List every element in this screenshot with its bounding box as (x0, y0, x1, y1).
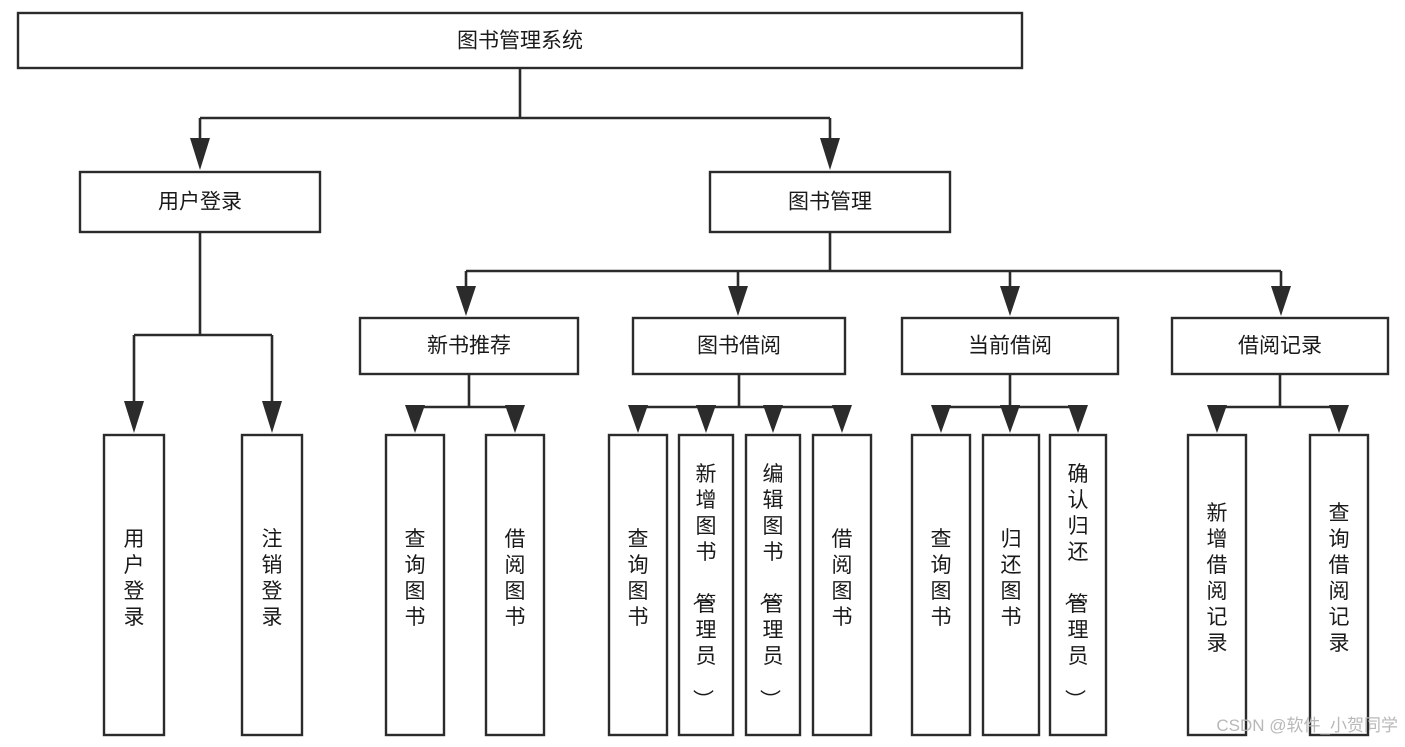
connector-layer (124, 68, 1349, 433)
edge-bookmgmt-bus (464, 232, 1283, 290)
leaf-node-confirm-return-admin[interactable]: 确认归还（管理员） (1048, 433, 1108, 737)
book-management-label: 图书管理 (788, 191, 872, 214)
borrow-record-box[interactable] (1170, 316, 1390, 376)
root-box[interactable] (16, 11, 1024, 70)
leaf-query-book-a-box[interactable] (384, 433, 446, 737)
leaf-node-query-borrow-record[interactable]: 查询借阅记录 (1308, 433, 1370, 737)
node-root-book-management-system[interactable]: 图书管理系统 (16, 11, 1024, 70)
leaf-node-add-book-admin[interactable]: 新增图书（管理员） (677, 433, 735, 737)
new-book-recommend-box[interactable] (358, 316, 580, 376)
leaf-query-book-a-label: 查询图书 (405, 528, 426, 629)
leaf-add-borrow-record-label: 新增借阅记录 (1207, 502, 1228, 655)
arrowhead-to-new-book-rec (456, 286, 476, 316)
leaf-node-return-book[interactable]: 归还图书 (981, 433, 1041, 737)
leaf-borrow-book-a-label: 借阅图书 (505, 528, 526, 629)
arrowhead-to-leaf-query-record (1329, 405, 1349, 433)
arrowhead-to-leaf-edit-book (763, 405, 783, 433)
arrowhead-to-book-mgmt (820, 138, 840, 170)
leaf-node-add-borrow-record[interactable]: 新增借阅记录 (1186, 433, 1248, 737)
leaf-borrow-book-b-label: 借阅图书 (832, 528, 853, 629)
leaf-confirm-return-admin-box[interactable] (1048, 433, 1108, 737)
arrowhead-to-leaf-add-book (696, 405, 716, 433)
arrowhead-to-leaf-user-login (124, 401, 144, 433)
edge-userlogin-bus (132, 232, 274, 404)
user-login-box[interactable] (78, 170, 322, 234)
leaf-node-edit-book-admin[interactable]: 编辑图书（管理员） (744, 433, 802, 737)
leaf-node-logout[interactable]: 注销登录 (240, 433, 304, 737)
node-current-borrow[interactable]: 当前借阅 (900, 316, 1120, 376)
leaf-node-query-book-c[interactable]: 查询图书 (910, 433, 972, 737)
leaf-add-book-admin-label: 新增图书（管理员） (691, 463, 717, 710)
arrowhead-to-leaf-logout (262, 401, 282, 433)
leaf-node-borrow-book-b[interactable]: 借阅图书 (811, 433, 873, 737)
node-user-login[interactable]: 用户登录 (78, 170, 322, 234)
leaf-logout-label: 注销登录 (262, 528, 283, 629)
node-book-borrow[interactable]: 图书借阅 (631, 316, 847, 376)
leaf-query-book-b-box[interactable] (607, 433, 669, 737)
leaf-return-book-label: 归还图书 (1001, 528, 1022, 629)
leaf-user-login-box[interactable] (102, 433, 166, 737)
book-management-box[interactable] (708, 170, 952, 234)
edge-root-bus (198, 68, 832, 142)
arrowhead-to-user-login (190, 138, 210, 170)
arrowhead-to-leaf-query-book-c (931, 405, 951, 433)
leaf-edit-book-admin-box[interactable] (744, 433, 802, 737)
arrowhead-to-leaf-borrow-book-b (832, 405, 852, 433)
leaf-node-borrow-book-a[interactable]: 借阅图书 (484, 433, 546, 737)
node-borrow-record[interactable]: 借阅记录 (1170, 316, 1390, 376)
user-login-label: 用户登录 (158, 191, 242, 214)
arrowhead-to-leaf-return-book (1000, 405, 1020, 433)
leaf-node-user-login[interactable]: 用户登录 (102, 433, 166, 737)
arrowhead-to-leaf-borrow-book-a (505, 405, 525, 433)
csdn-watermark: CSDN @软件_小贺同学 (1216, 716, 1398, 735)
new-book-recommend-label: 新书推荐 (427, 335, 511, 358)
leaf-user-login-label: 用户登录 (124, 528, 145, 629)
leaf-query-book-c-label: 查询图书 (931, 528, 952, 629)
leaf-node-query-book-a[interactable]: 查询图书 (384, 433, 446, 737)
edge-bookborrow-bus (636, 374, 844, 414)
book-borrow-box[interactable] (631, 316, 847, 376)
leaf-node-query-book-b[interactable]: 查询图书 (607, 433, 669, 737)
leaf-logout-box[interactable] (240, 433, 304, 737)
arrowhead-to-borrow-record (1271, 286, 1291, 316)
arrowhead-to-leaf-confirm-return (1068, 405, 1088, 433)
arrowhead-to-book-borrow (728, 286, 748, 316)
leaf-add-book-admin-box[interactable] (677, 433, 735, 737)
leaf-return-book-box[interactable] (981, 433, 1041, 737)
edge-borrowrecord-bus (1215, 374, 1341, 414)
leaf-borrow-book-b-box[interactable] (811, 433, 873, 737)
arrowhead-to-leaf-query-book-a (405, 405, 425, 433)
root-label: 图书管理系统 (457, 30, 583, 53)
node-book-management[interactable]: 图书管理 (708, 170, 952, 234)
current-borrow-box[interactable] (900, 316, 1120, 376)
book-borrow-label: 图书借阅 (697, 335, 781, 358)
edge-newbookrec-bus (413, 374, 517, 414)
leaf-query-book-c-box[interactable] (910, 433, 972, 737)
leaf-query-book-b-label: 查询图书 (628, 528, 649, 629)
leaf-confirm-return-admin-label: 确认归还（管理员） (1063, 463, 1089, 710)
leaf-add-borrow-record-box[interactable] (1186, 433, 1248, 737)
arrowhead-to-current-borrow (1000, 286, 1020, 316)
leaf-query-borrow-record-box[interactable] (1308, 433, 1370, 737)
borrow-record-label: 借阅记录 (1238, 335, 1322, 358)
node-new-book-recommend[interactable]: 新书推荐 (358, 316, 580, 376)
leaf-edit-book-admin-label: 编辑图书（管理员） (758, 463, 784, 710)
arrowhead-to-leaf-add-record (1207, 405, 1227, 433)
arrowhead-to-leaf-query-book-b (628, 405, 648, 433)
leaf-query-borrow-record-label: 查询借阅记录 (1329, 502, 1350, 655)
leaf-borrow-book-a-box[interactable] (484, 433, 546, 737)
current-borrow-label: 当前借阅 (968, 335, 1052, 358)
